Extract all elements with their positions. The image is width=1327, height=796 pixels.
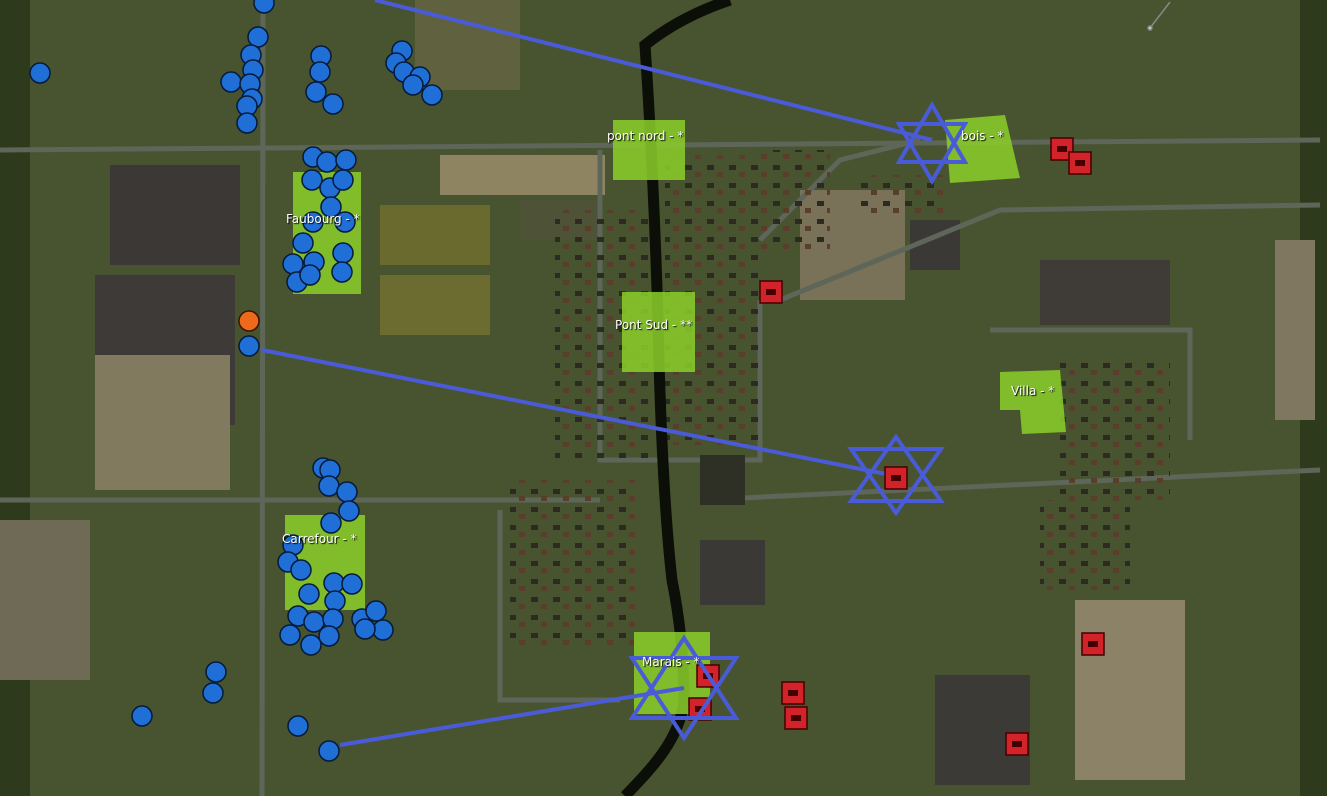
blue-unit-icon[interactable] (309, 61, 331, 83)
friendly-cluster-south (131, 661, 340, 762)
enemy-units[interactable] (688, 137, 1105, 756)
blue-unit-icon[interactable] (322, 93, 344, 115)
blue-unit-icon[interactable] (318, 475, 340, 497)
blue-unit-icon[interactable] (365, 600, 387, 622)
blue-unit-icon[interactable] (372, 619, 394, 641)
town-blocks (510, 150, 1170, 650)
blue-unit-icon[interactable] (316, 151, 338, 173)
flag-icon[interactable] (238, 310, 260, 332)
blue-unit-icon[interactable] (202, 682, 224, 704)
blue-unit-icon[interactable] (205, 661, 227, 683)
blue-unit-icon[interactable] (301, 169, 323, 191)
blue-unit-icon[interactable] (320, 196, 342, 218)
blue-unit-icon[interactable] (292, 232, 314, 254)
blue-unit-icon[interactable] (247, 26, 269, 48)
friendly-cluster-north-road (29, 0, 275, 134)
zone-villa (1000, 370, 1066, 434)
blue-unit-icon[interactable] (305, 81, 327, 103)
blue-unit-icon[interactable] (338, 500, 360, 522)
blue-unit-icon[interactable] (290, 559, 312, 581)
objective-lines (261, 0, 933, 747)
blue-unit-icon[interactable] (29, 62, 51, 84)
zone-pont-sud (622, 292, 695, 372)
friendly-cluster-carrefour (277, 457, 394, 656)
blue-unit-icon[interactable] (332, 242, 354, 264)
blue-unit-icon[interactable] (287, 715, 309, 737)
blue-unit-icon[interactable] (253, 0, 275, 14)
blue-unit-icon[interactable] (300, 634, 322, 656)
blue-unit-icon[interactable] (236, 112, 258, 134)
blue-unit-icon[interactable] (341, 573, 363, 595)
blue-unit-icon[interactable] (279, 624, 301, 646)
blue-unit-icon[interactable] (320, 512, 342, 534)
blue-unit-icon[interactable] (402, 74, 424, 96)
blue-unit-icon[interactable] (335, 149, 357, 171)
friendly-cluster-faubourg (282, 146, 357, 293)
blue-unit-icon[interactable] (324, 590, 346, 612)
blue-unit-icon[interactable] (332, 169, 354, 191)
blue-unit-icon[interactable] (282, 253, 304, 275)
blue-unit-icon[interactable] (299, 264, 321, 286)
fields (0, 0, 1315, 785)
blue-unit-icon[interactable] (331, 261, 353, 283)
blue-unit-icon[interactable] (220, 71, 242, 93)
star-of-david-objective-icon (847, 433, 945, 517)
blue-unit-icon[interactable] (238, 335, 260, 357)
objective-markers[interactable] (628, 101, 969, 742)
antenna-icon (1147, 1, 1171, 31)
zone-bois (945, 115, 1020, 183)
blue-unit-icon[interactable] (334, 211, 356, 233)
friendly-units[interactable] (29, 0, 443, 762)
star-of-david-objective-icon (895, 101, 969, 185)
blue-unit-icon[interactable] (131, 705, 153, 727)
blue-unit-icon[interactable] (421, 84, 443, 106)
blue-unit-icon[interactable] (336, 481, 358, 503)
blue-unit-icon[interactable] (323, 572, 345, 594)
blue-unit-icon[interactable] (298, 583, 320, 605)
friendly-cluster-north-center (305, 40, 443, 115)
blue-unit-icon[interactable] (354, 618, 376, 640)
friendly-hq (238, 310, 260, 357)
star-of-david-objective-icon (628, 634, 740, 742)
blue-unit-icon[interactable] (302, 211, 324, 233)
zone-pont-nord (613, 120, 685, 180)
blue-unit-icon[interactable] (318, 625, 340, 647)
blue-unit-icon[interactable] (318, 740, 340, 762)
